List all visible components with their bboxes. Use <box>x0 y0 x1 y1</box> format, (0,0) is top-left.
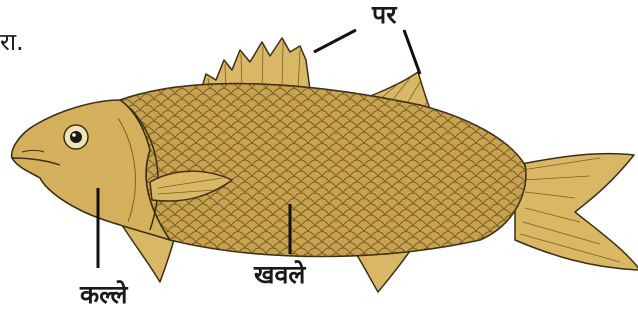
scales-label: खवले <box>254 262 305 287</box>
cropped-text-fragment: रा. <box>0 30 24 54</box>
fins-pointer-line-1 <box>314 30 356 52</box>
fins-label: पर <box>372 2 396 27</box>
gills-label: कल्ले <box>80 282 127 307</box>
tail-fin <box>515 154 638 270</box>
fins-pointer-line-2 <box>404 30 420 74</box>
